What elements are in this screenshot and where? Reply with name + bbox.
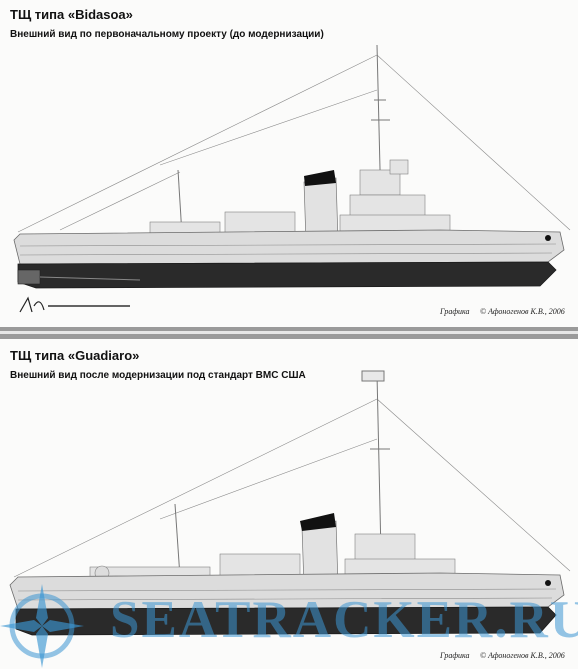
panel-divider [0,327,578,339]
top-propeller [17,269,141,285]
bottom-credit-author: © Афоногенов К.В., 2006 [480,651,565,660]
top-credit-label: Графика [440,307,470,316]
ship-bidasoa-drawing [13,44,571,313]
top-scale-bar [19,296,130,313]
bottom-title: ТЩ типа «Guadiaro» [10,348,140,363]
bottom-masts [174,370,390,578]
bottom-hull-stripes [17,588,557,601]
bottom-funnel [300,513,339,588]
watermark-compass-icon [0,584,84,668]
bottom-anchor-icon [545,580,551,586]
top-credit-author: © Афоногенов К.В., 2006 [480,307,565,316]
watermark-text: SEATRACKER.RU [110,591,578,649]
top-hull-lower [17,261,557,289]
top-superstructure [149,159,451,237]
top-anchor-icon [545,235,551,241]
top-rigging [17,54,571,233]
top-title: ТЩ типа «Bidasoa» [10,7,133,22]
bottom-subtitle: Внешний вид после модернизации под станд… [10,370,306,381]
top-hull-upper [13,229,565,265]
ship-guadiaro-drawing [0,370,571,668]
bottom-hull-lower [15,606,557,636]
top-hull-stripes [19,243,557,256]
top-drawing-panel: ТЩ типа «Bidasoa» Внешний вид по первона… [0,0,578,327]
bottom-drawing-panel: ТЩ типа «Guadiaro» Внешний вид после мод… [0,339,578,669]
bottom-credit-label: Графика [440,651,470,660]
bottom-rigging [13,398,571,578]
top-subtitle: Внешний вид по первоначальному проекту (… [10,29,324,40]
